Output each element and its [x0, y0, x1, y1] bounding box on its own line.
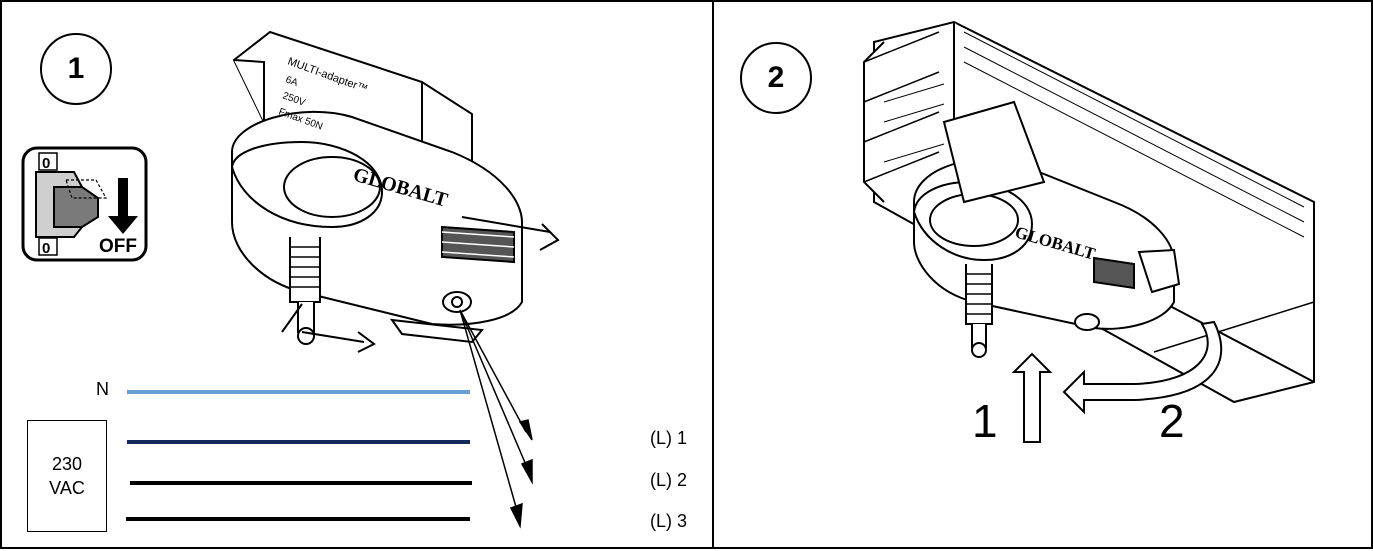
phase-1-label: (L) 1 — [650, 428, 688, 448]
step-2-panel: 2 — [712, 0, 1373, 549]
step-2-arrow-1-label: 1 — [972, 395, 998, 447]
push-up-arrow — [1011, 352, 1053, 443]
source-type: VAC — [49, 478, 85, 498]
rotate-arrow — [1062, 320, 1223, 415]
switch-bottom-label: 0 — [42, 240, 50, 257]
power-switch-off-icon — [21, 146, 148, 262]
step-2-drawing: GLOBALT — [863, 20, 1315, 443]
power-source-box: 230 VAC — [27, 420, 107, 532]
adapter-spec-1: 6A — [284, 74, 300, 89]
step-1-drawing: OFF 0 0 — [21, 30, 560, 529]
step-1-badge: 1 — [40, 33, 112, 105]
step-2-badge: 2 — [740, 42, 812, 114]
phase-3-label: (L) 3 — [650, 511, 688, 531]
step-1-panel: 1 OFF 0 0 — [0, 0, 714, 549]
phase-selector-arrows — [459, 309, 533, 529]
source-voltage: 230 — [51, 454, 83, 474]
step-2-arrow-2-label: 2 — [1159, 395, 1185, 447]
neutral-label: N — [96, 379, 109, 399]
switch-off-label: OFF — [99, 236, 137, 257]
track-adapter-illustration — [230, 30, 560, 353]
phase-2-label: (L) 2 — [650, 470, 688, 490]
switch-top-label: 0 — [42, 155, 50, 172]
mounted-adapter-illustration — [912, 100, 1181, 358]
